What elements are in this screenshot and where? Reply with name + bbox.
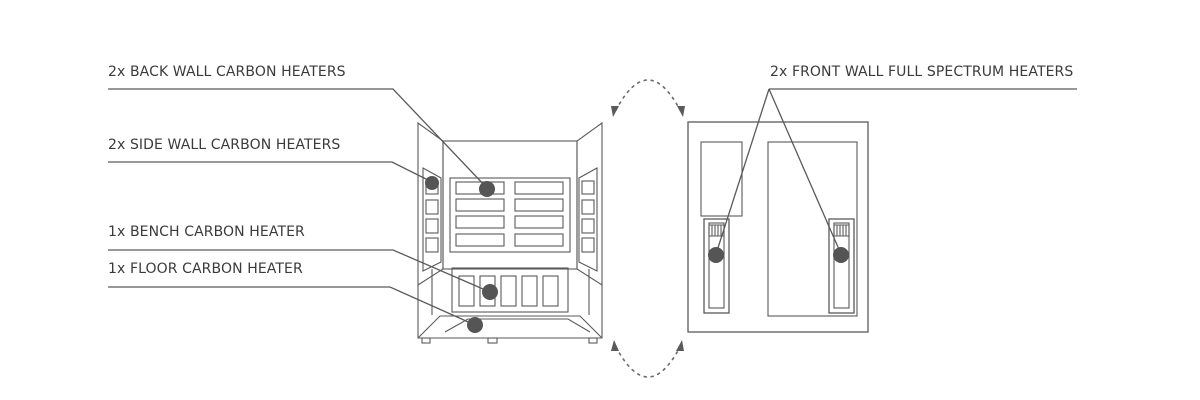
bench-heater-panels	[458, 275, 559, 307]
right-door	[576, 121, 603, 287]
front-window	[700, 141, 743, 217]
marker-floor	[467, 317, 483, 333]
leader-floor	[108, 286, 476, 326]
marker-bench	[482, 284, 498, 300]
marker-front-right	[833, 247, 849, 263]
back-wall-heater-frame	[449, 177, 571, 253]
left-door	[417, 121, 444, 287]
arrowhead-top-right	[677, 106, 685, 117]
arrowhead-top-left	[611, 106, 619, 117]
front-heater-left	[703, 218, 730, 314]
label-floor-heater: 1x FLOOR CARBON HEATER	[108, 261, 303, 277]
rotate-arrow-bottom	[615, 346, 681, 378]
label-side-wall-heaters: 2x SIDE WALL CARBON HEATERS	[108, 137, 341, 153]
back-wall-heater-panels	[455, 181, 564, 247]
bench	[451, 267, 569, 313]
leader-back-wall	[108, 88, 488, 189]
marker-front-left	[708, 247, 724, 263]
open-cabin-drawing	[417, 121, 603, 344]
label-front-wall-heaters: 2x FRONT WALL FULL SPECTRUM HEATERS	[770, 64, 1074, 80]
floor	[417, 315, 603, 339]
rotate-arrow-top	[615, 79, 681, 111]
marker-back-wall	[479, 181, 495, 197]
marker-side-wall	[425, 176, 439, 190]
label-back-wall-heaters: 2x BACK WALL CARBON HEATERS	[108, 64, 346, 80]
front-wall	[687, 121, 869, 333]
back-wall	[442, 140, 578, 270]
label-bench-heater: 1x BENCH CARBON HEATER	[108, 224, 305, 240]
arrowhead-bottom-right	[676, 340, 684, 351]
leader-side-wall	[108, 161, 433, 183]
closed-cabin-drawing	[687, 121, 869, 333]
leader-front-left	[715, 88, 770, 255]
front-heater-right	[828, 218, 855, 314]
leader-bench	[108, 249, 491, 293]
heater-markers	[425, 176, 849, 333]
front-door	[767, 141, 858, 317]
leader-lines	[108, 88, 1077, 326]
rotate-arrows	[611, 79, 685, 378]
arrowhead-bottom-left	[611, 340, 619, 351]
leader-front-right	[768, 88, 842, 255]
